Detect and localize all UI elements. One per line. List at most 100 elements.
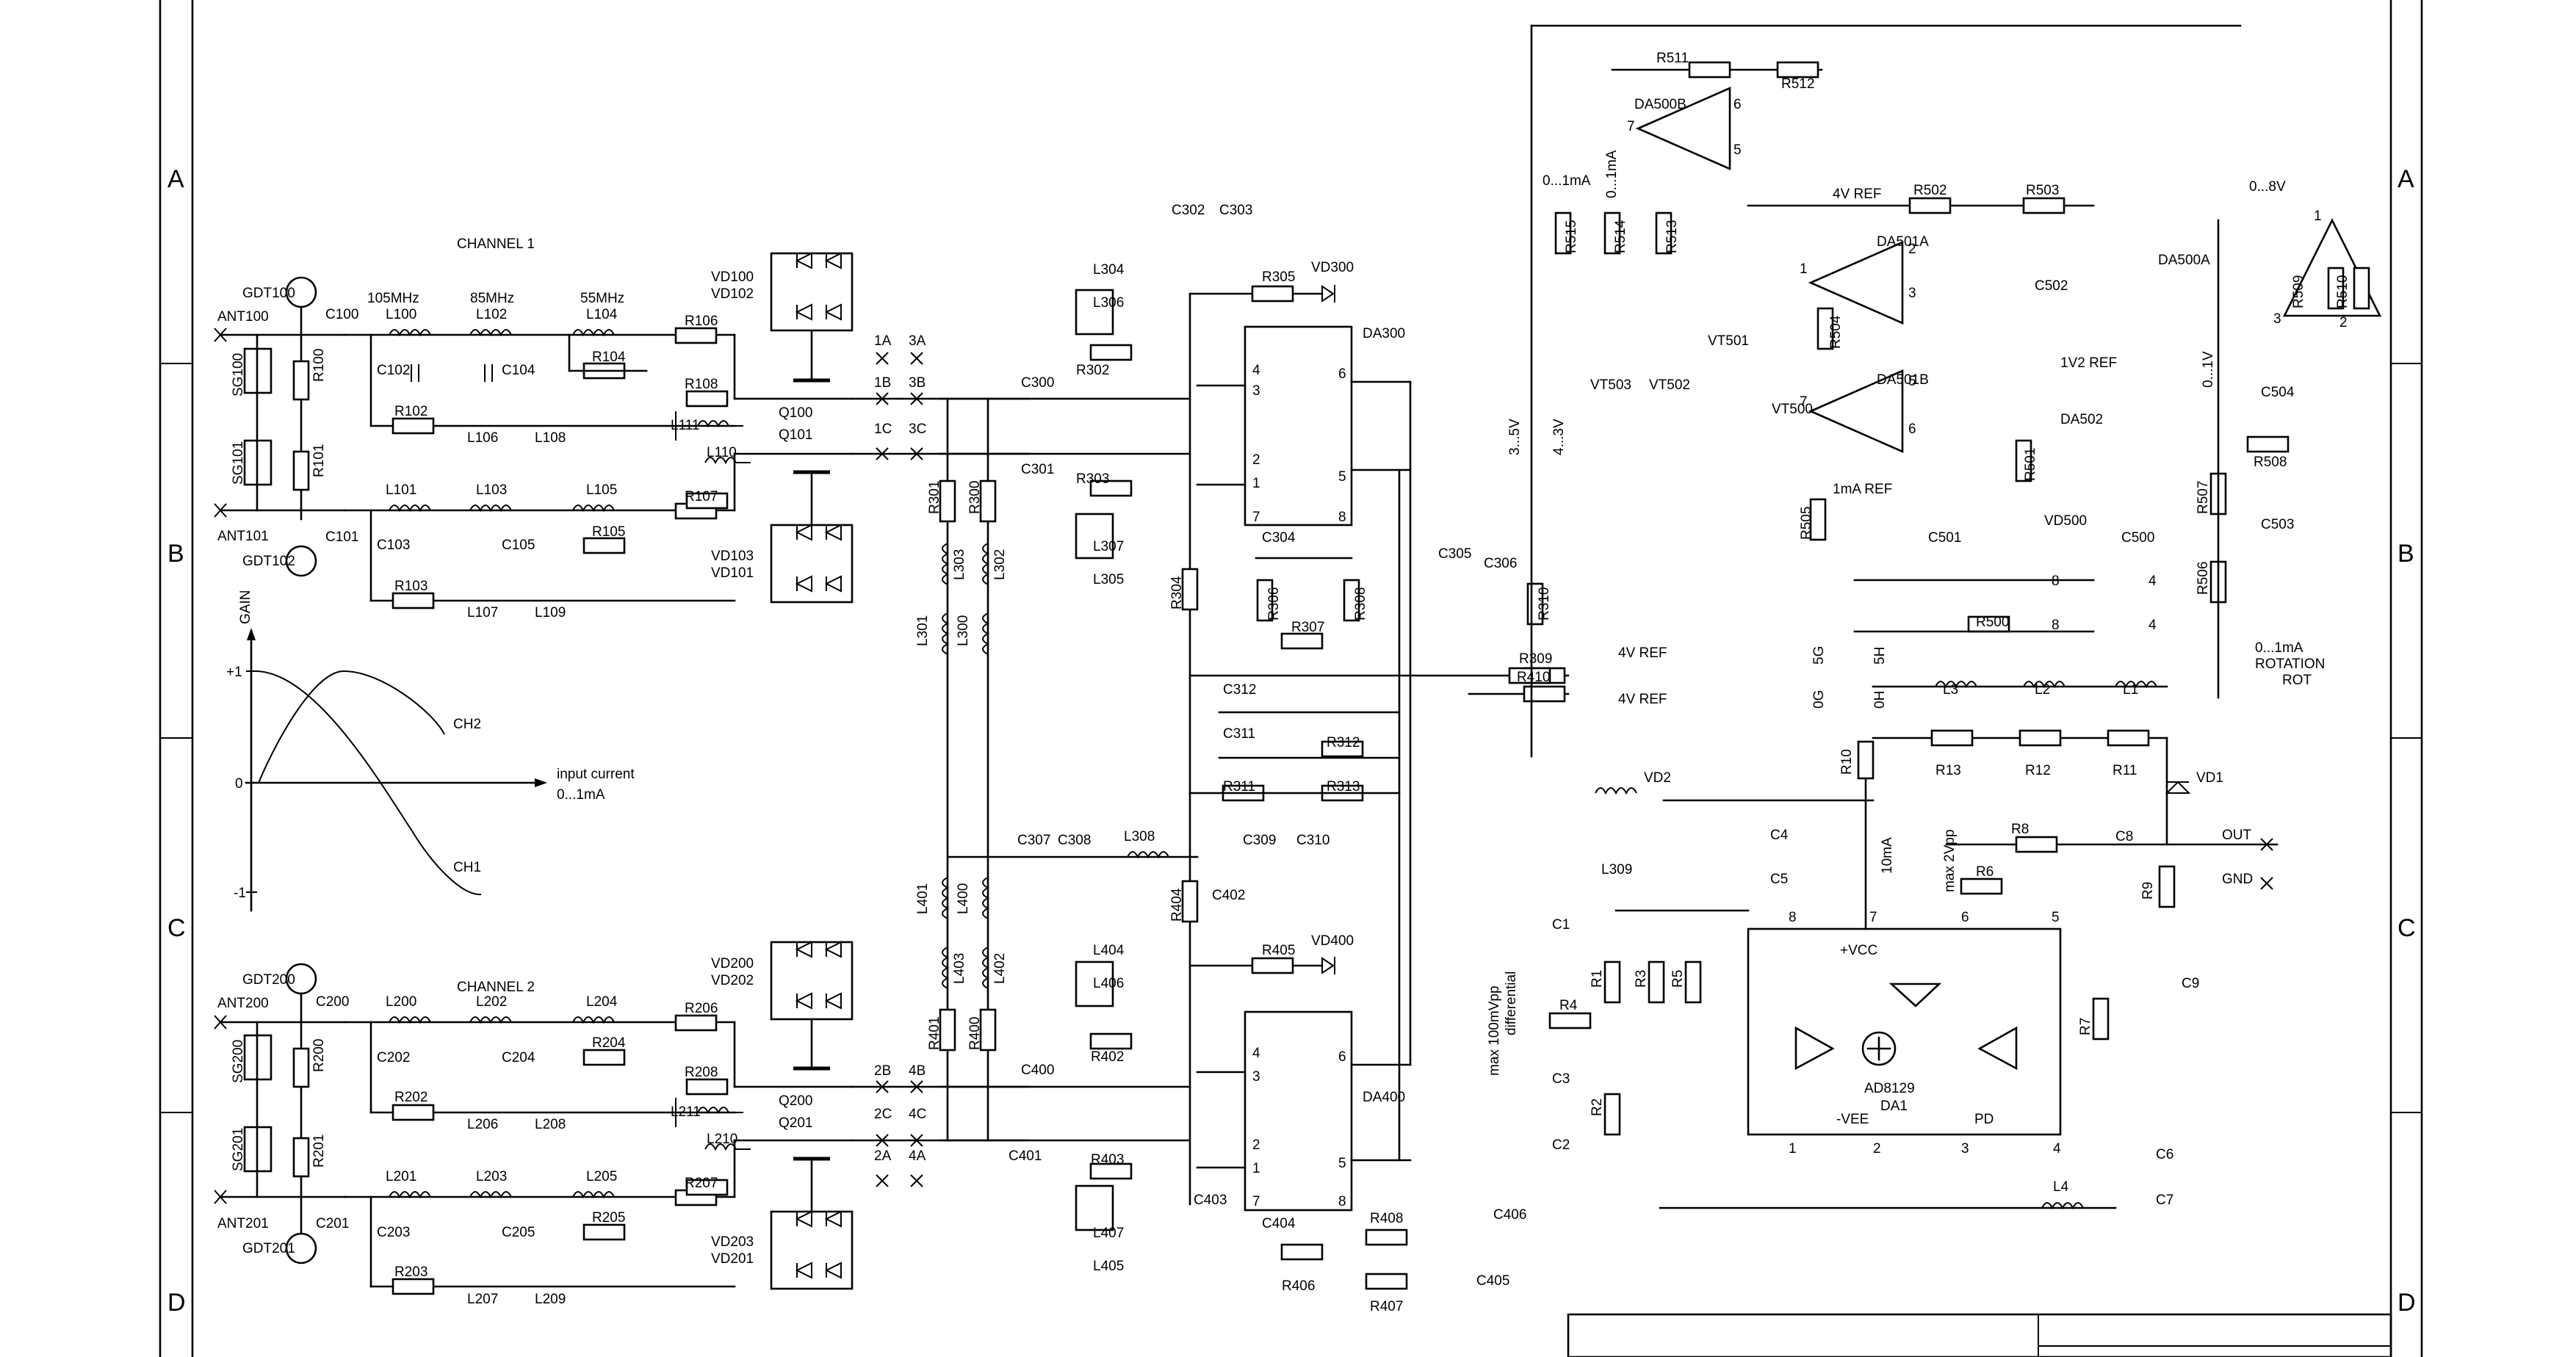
- label-r407: R407: [1370, 1299, 1403, 1314]
- label-l111: L111: [671, 418, 699, 433]
- label-r1: R1: [1590, 970, 1605, 988]
- label-l106: L106: [467, 430, 498, 446]
- label-c310: C310: [1296, 833, 1330, 848]
- label-l110: L110: [707, 445, 737, 460]
- label-1v2ref: 1V2 REF: [2060, 355, 2117, 371]
- label-l303: L303: [952, 549, 967, 580]
- label-r400: R400: [967, 1017, 983, 1050]
- label-vd300: VD300: [1311, 260, 1354, 275]
- ur-pin-8a: 8: [2052, 573, 2060, 589]
- label-gdt201: GDT201: [242, 1241, 295, 1256]
- da300-title: DA300: [1363, 326, 1405, 341]
- label-r107: R107: [685, 489, 718, 504]
- label-c2: C2: [1552, 1137, 1570, 1153]
- label-1maref: 1mA REF: [1833, 482, 1892, 497]
- label-l202: L202: [476, 994, 507, 1010]
- label-r401: R401: [927, 1017, 942, 1050]
- da400-pin-4: 4: [1252, 1046, 1260, 1061]
- label-5g: 5G: [1811, 646, 1827, 665]
- label-r301: R301: [927, 481, 942, 514]
- label-c1: C1: [1552, 917, 1570, 933]
- label-l407: L407: [1093, 1226, 1124, 1241]
- label-vd102: VD102: [711, 286, 754, 302]
- label-c6: C6: [2156, 1147, 2173, 1162]
- label-l203: L203: [476, 1169, 507, 1184]
- label-r101: R101: [311, 444, 327, 477]
- label-r305: R305: [1262, 269, 1295, 285]
- label-vd201: VD201: [711, 1251, 754, 1267]
- label-c309: C309: [1243, 833, 1276, 848]
- label-r208: R208: [685, 1065, 718, 1080]
- label-c203: C203: [377, 1225, 410, 1240]
- label-l105: L105: [586, 482, 617, 498]
- label-ant200: ANT200: [217, 996, 269, 1011]
- label-j4a: 4A: [909, 1148, 926, 1164]
- label-j2a: 2A: [874, 1148, 892, 1164]
- da501b-title: DA501B: [1877, 372, 1929, 388]
- label-j4b: 4B: [909, 1063, 926, 1079]
- multiplier-ics: DA300 DA400 4 6 3 2 1 7 5 8 4 6 3 2 1 7 …: [1196, 325, 1412, 1212]
- label-l401: L401: [915, 883, 931, 914]
- label-max100mv: max 100mVpp: [1487, 985, 1502, 1076]
- label-c200: C200: [316, 994, 349, 1010]
- label-vd101: VD101: [711, 565, 754, 581]
- ladder-filters: [344, 327, 736, 1295]
- label-l403: L403: [952, 953, 967, 984]
- da400-pin-2: 2: [1252, 1137, 1260, 1153]
- middle-network: [939, 285, 1335, 1231]
- label-r513: R513: [1664, 220, 1680, 253]
- da400-pin-1: 1: [1252, 1161, 1260, 1176]
- label-c402: C402: [1212, 888, 1245, 903]
- label-r408: R408: [1370, 1211, 1403, 1226]
- label-c502: C502: [2035, 278, 2068, 294]
- label-10ma: 10mA: [1880, 837, 1895, 874]
- label-vt500: VT500: [1772, 402, 1813, 417]
- label-sg200: SG200: [231, 1040, 246, 1083]
- label-q101: Q101: [779, 427, 812, 443]
- label-rot: ROT: [2282, 673, 2312, 688]
- label-r312: R312: [1327, 735, 1360, 750]
- label-freq-55: 55MHz: [580, 291, 624, 306]
- ad8129-pin-6: 6: [1961, 910, 1969, 925]
- label-r509: R509: [2291, 275, 2306, 308]
- label-c300: C300: [1021, 375, 1054, 391]
- label-l402: L402: [992, 953, 1008, 984]
- ur-pin-5b: 5: [1908, 374, 1916, 389]
- label-l103: L103: [476, 482, 507, 498]
- ur-pin-7b: 7: [1800, 394, 1808, 410]
- label-r204: R204: [592, 1035, 626, 1051]
- label-r502: R502: [1913, 183, 1947, 198]
- row-label-a-left: A: [167, 165, 184, 193]
- label-l206: L206: [467, 1117, 498, 1132]
- label-4vref-b: 4V REF: [1618, 692, 1667, 707]
- label-j3a: 3A: [909, 333, 926, 349]
- label-l4: L4: [2053, 1179, 2069, 1195]
- ad8129-vcc: +VCC: [1840, 943, 1877, 958]
- label-j3c: 3C: [909, 421, 926, 437]
- label-l200: L200: [386, 994, 416, 1010]
- label-3-5v: 3...5V: [1507, 419, 1523, 455]
- label-l2: L2: [2035, 682, 2050, 698]
- ad8129-pin-4: 4: [2053, 1141, 2061, 1157]
- lower-right-labels: AD8129 DA1 +VCC -VEE PD 8 7 6 5 1 2 3 4 …: [1552, 646, 2253, 1208]
- ad8129-name: AD8129: [1864, 1081, 1915, 1096]
- upper-right-circuit: [1530, 24, 2382, 758]
- label-c401: C401: [1009, 1148, 1042, 1164]
- ur-pin-7a: 7: [1627, 119, 1635, 134]
- ur-pin-3: 3: [1908, 286, 1916, 301]
- sheet-border: A B C D A B C D: [159, 0, 2423, 1357]
- label-c7: C7: [2156, 1193, 2173, 1208]
- label-r106: R106: [685, 314, 718, 329]
- label-ant201: ANT201: [217, 1216, 269, 1231]
- label-vd202: VD202: [711, 973, 754, 988]
- antenna-inputs: [214, 276, 347, 1264]
- label-r105: R105: [592, 524, 625, 540]
- label-r405: R405: [1262, 943, 1295, 958]
- label-out: OUT: [2222, 828, 2252, 843]
- label-vd100: VD100: [711, 269, 754, 285]
- label-r505: R505: [1799, 507, 1814, 540]
- label-r102: R102: [394, 404, 427, 419]
- center-network: [1188, 557, 1570, 1290]
- label-max2vpp: max 2Vpp: [1942, 829, 1958, 892]
- row-label-c-right: C: [2398, 914, 2416, 942]
